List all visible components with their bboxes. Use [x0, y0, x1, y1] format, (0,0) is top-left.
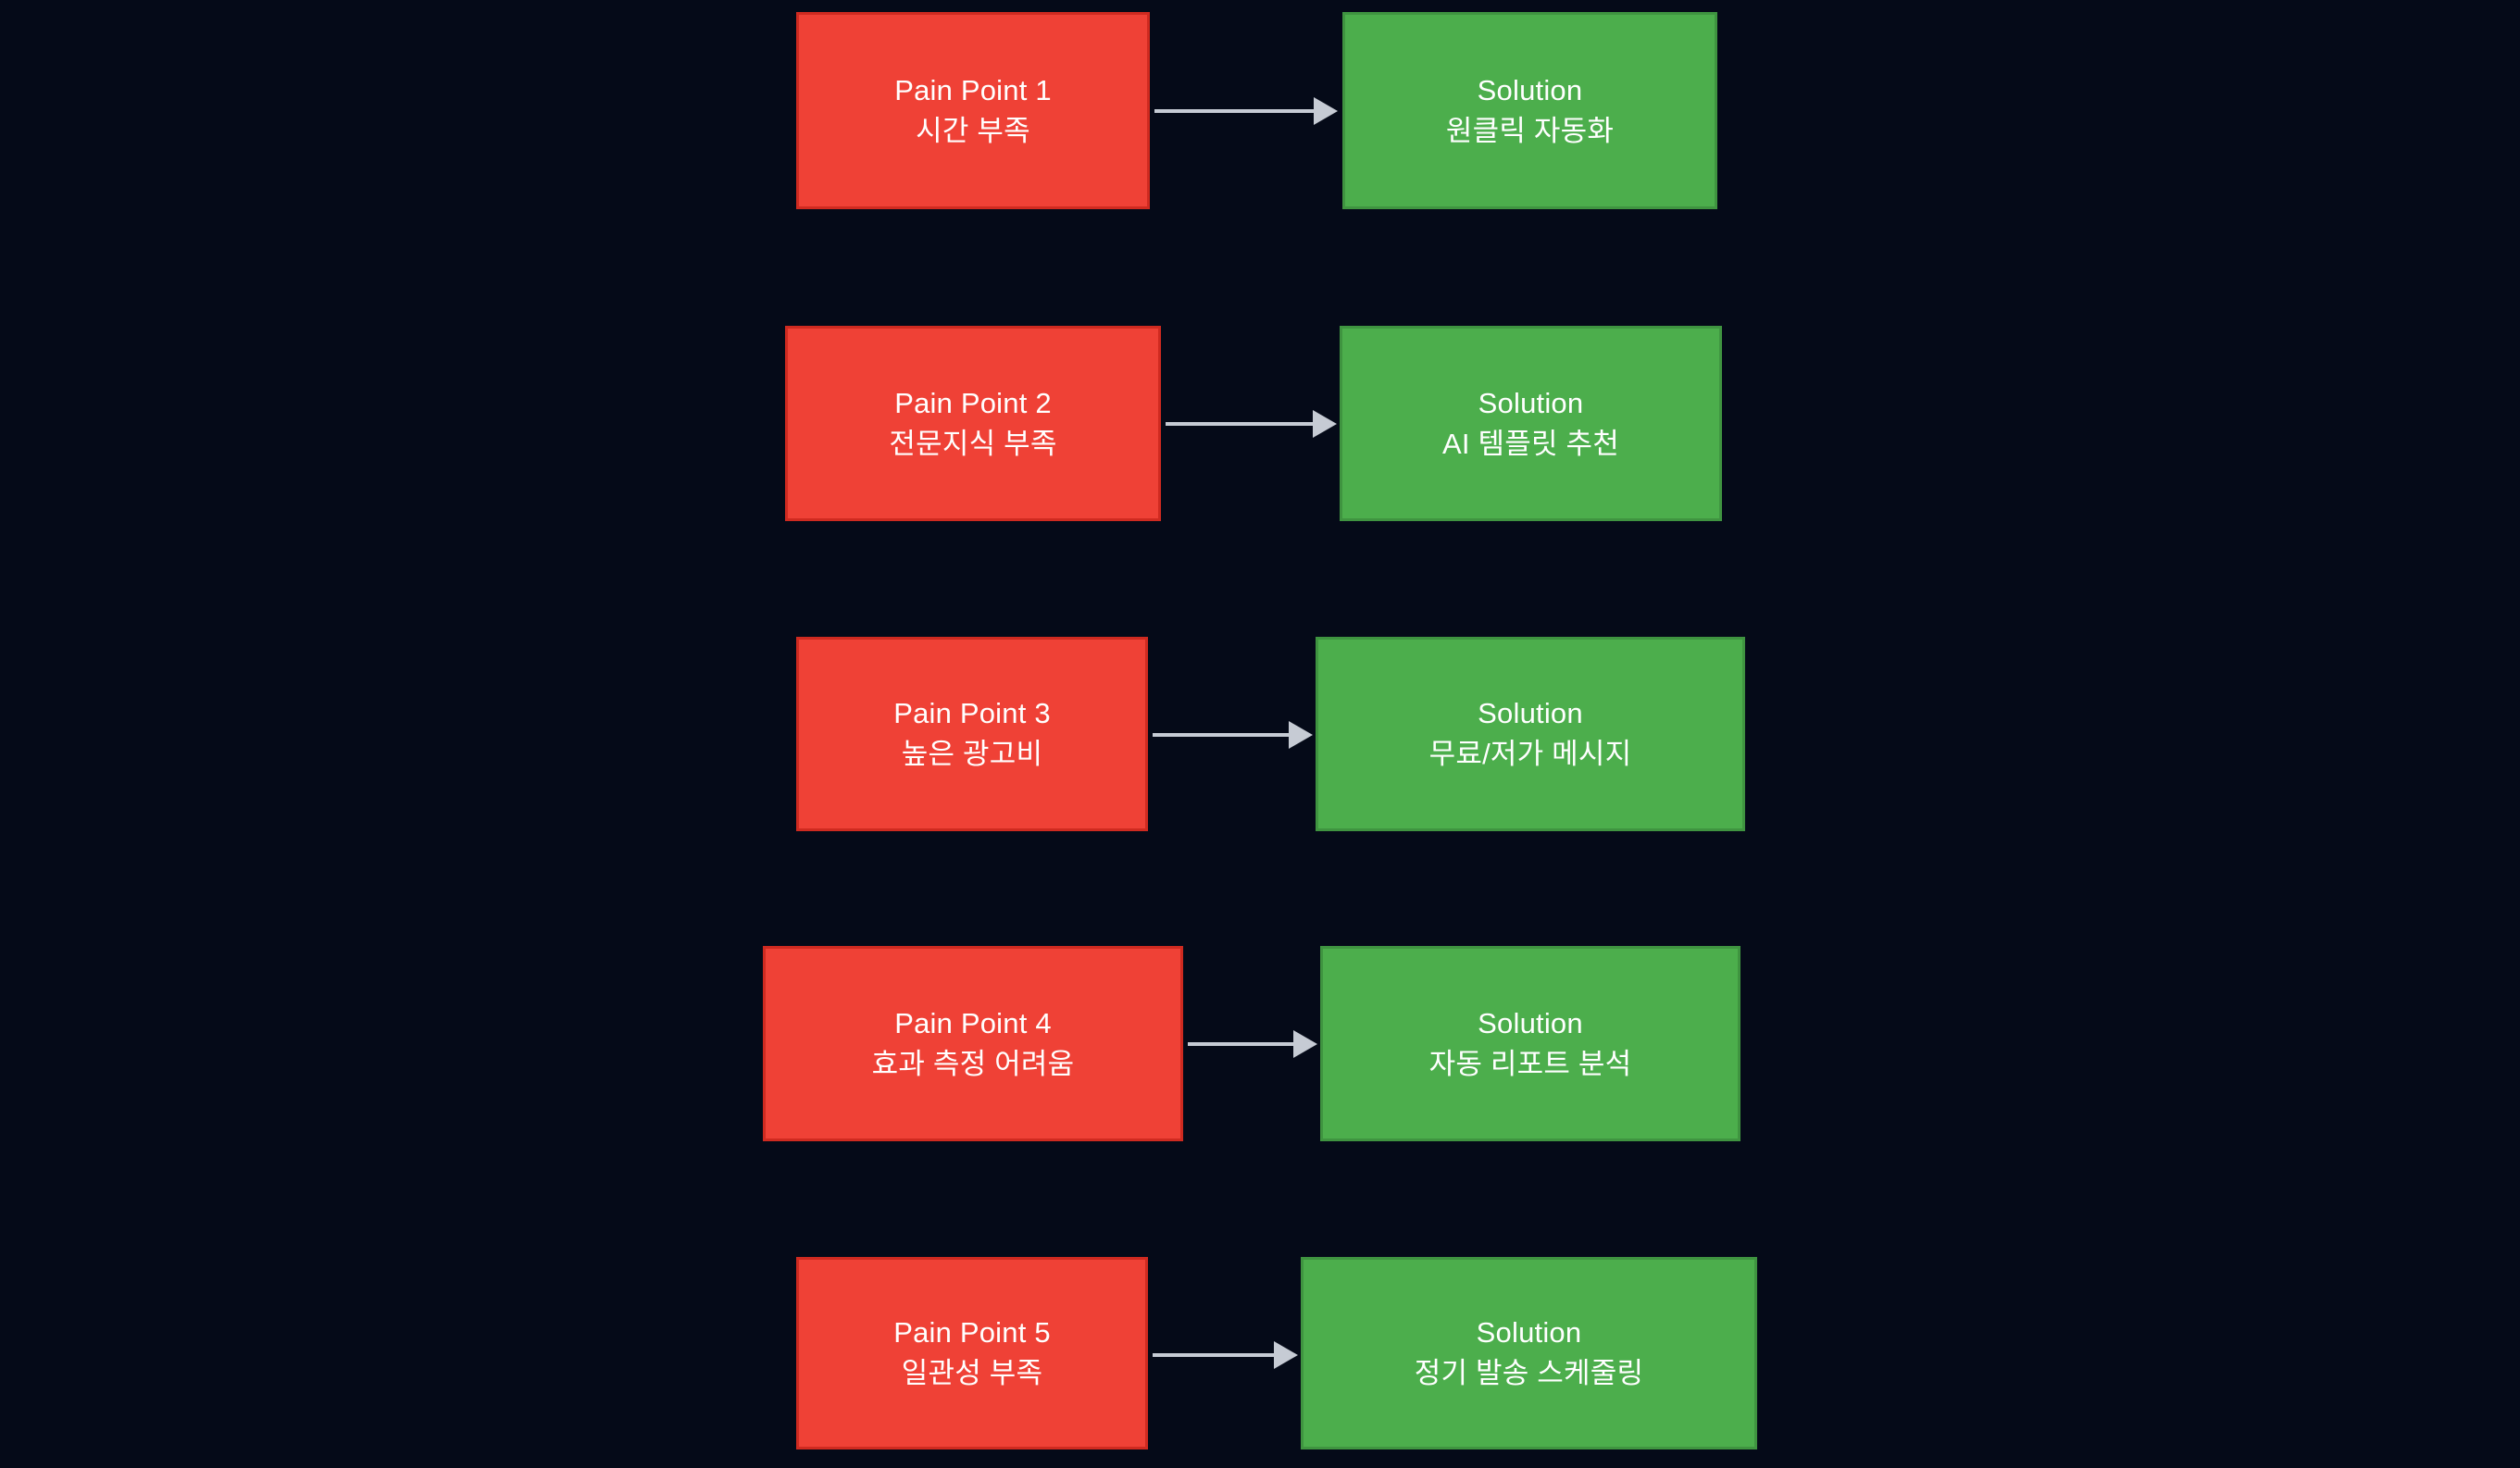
- arrow-shaft: [1153, 733, 1291, 737]
- solution-title: Solution: [1476, 1316, 1582, 1350]
- pain-point-detail: 높은 광고비: [901, 738, 1043, 770]
- arrow-head-icon: [1314, 97, 1338, 125]
- solution-title: Solution: [1478, 386, 1584, 419]
- pain-point-title: Pain Point 3: [893, 697, 1051, 730]
- solution-detail: 정기 발송 스케줄링: [1414, 1357, 1644, 1389]
- arrow-head-icon: [1293, 1030, 1317, 1058]
- pain-point-node-4[interactable]: Pain Point 4 효과 측정 어려움: [763, 946, 1183, 1141]
- pain-point-detail: 효과 측정 어려움: [871, 1047, 1075, 1080]
- pain-point-title: Pain Point 2: [894, 386, 1052, 419]
- pain-point-detail: 일관성 부족: [901, 1357, 1043, 1389]
- pain-point-title: Pain Point 4: [894, 1006, 1052, 1039]
- arrow-shaft: [1166, 422, 1315, 426]
- solution-title: Solution: [1477, 73, 1583, 106]
- pain-point-detail: 시간 부족: [916, 114, 1030, 147]
- solution-node-1[interactable]: Solution 원클릭 자동화: [1342, 12, 1717, 209]
- solution-node-4[interactable]: Solution 자동 리포트 분석: [1320, 946, 1740, 1141]
- solution-detail: 원클릭 자동화: [1445, 114, 1615, 147]
- solution-node-2[interactable]: Solution AI 템플릿 추천: [1340, 326, 1722, 521]
- arrow-shaft: [1153, 1353, 1276, 1357]
- solution-detail: AI 템플릿 추천: [1442, 427, 1619, 460]
- pain-point-title: Pain Point 1: [894, 73, 1052, 106]
- arrow-head-icon: [1289, 721, 1313, 749]
- solution-node-5[interactable]: Solution 정기 발송 스케줄링: [1301, 1257, 1757, 1449]
- solution-detail: 자동 리포트 분석: [1428, 1047, 1632, 1080]
- solution-title: Solution: [1478, 1006, 1583, 1039]
- pain-point-detail: 전문지식 부족: [889, 427, 1057, 460]
- arrow-shaft: [1154, 109, 1316, 113]
- pain-point-title: Pain Point 5: [893, 1316, 1051, 1350]
- solution-node-3[interactable]: Solution 무료/저가 메시지: [1316, 637, 1745, 831]
- arrow-head-icon: [1274, 1341, 1298, 1369]
- pain-point-node-2[interactable]: Pain Point 2 전문지식 부족: [785, 326, 1161, 521]
- pain-point-node-5[interactable]: Pain Point 5 일관성 부족: [796, 1257, 1148, 1449]
- pain-point-node-1[interactable]: Pain Point 1 시간 부족: [796, 12, 1150, 209]
- arrow-shaft: [1188, 1042, 1295, 1046]
- pain-point-node-3[interactable]: Pain Point 3 높은 광고비: [796, 637, 1148, 831]
- solution-title: Solution: [1478, 697, 1583, 730]
- solution-detail: 무료/저가 메시지: [1428, 738, 1632, 770]
- arrow-head-icon: [1313, 410, 1337, 438]
